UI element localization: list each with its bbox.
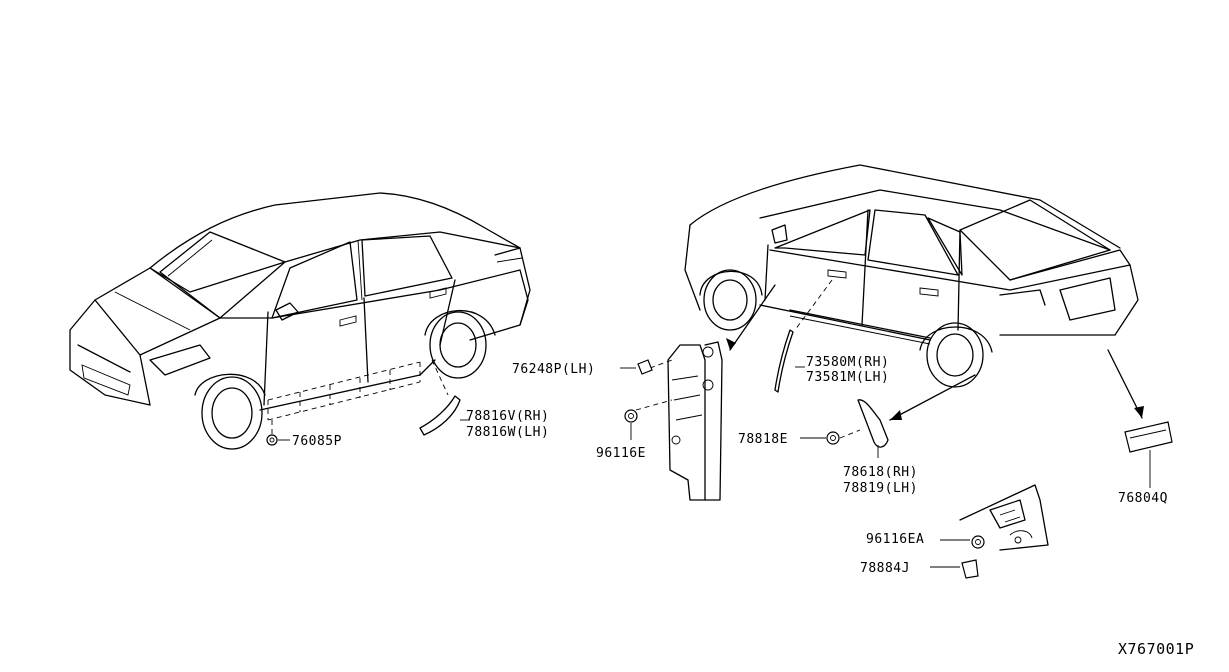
bracket-inset [959,484,1049,551]
clip-78884J [930,559,979,579]
label-78818E: 78818E [738,432,788,447]
clip-78818E [800,429,861,445]
label-78884J: 78884J [860,561,910,576]
diagram-id: X767001P [1118,640,1194,658]
mudguard-78816 [419,359,470,436]
clip-96116E [624,409,638,440]
car-rear-view [684,164,1139,388]
label-96116E: 96116E [596,446,646,461]
label-78816V: 78816V(RH) [466,409,549,424]
clip-76085P [266,420,290,446]
label-73581M: 73581M(LH) [806,370,889,385]
label-76248P: 76248P(LH) [512,362,595,377]
mudguard-78618 [857,374,976,458]
pad-76804Q [1107,349,1173,488]
clip-76248P [620,359,653,375]
pillar-inset [635,284,776,501]
label-76085P: 76085P [292,434,342,449]
label-78619: 78819(LH) [843,481,918,496]
clip-96116EA [940,535,985,549]
label-76804Q: 76804Q [1118,491,1168,506]
label-96116EA: 96116EA [866,532,924,547]
molding-73580M [774,279,833,393]
car-front-view [69,192,531,450]
label-73580M: 73580M(RH) [806,355,889,370]
label-78618: 78618(RH) [843,465,918,480]
label-78816W: 78816W(LH) [466,425,549,440]
